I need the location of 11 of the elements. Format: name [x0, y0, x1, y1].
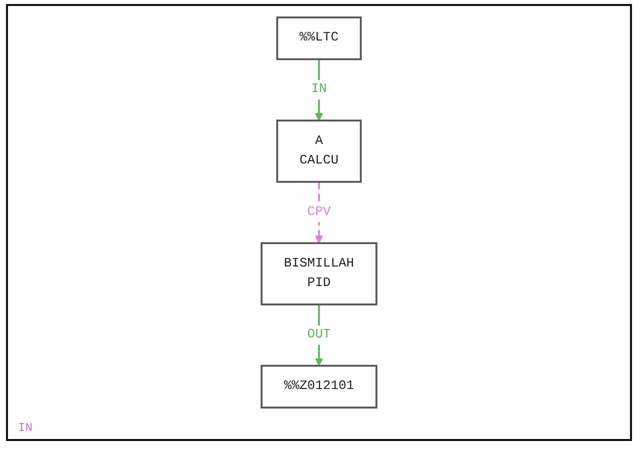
node-box: A CALCU [276, 120, 362, 183]
arrow [314, 304, 324, 366]
node-box: BISMILLAH PID [260, 242, 378, 306]
arrow [314, 182, 324, 244]
node-box: %%Z012101 [260, 364, 378, 408]
edge-label: CPV [307, 204, 331, 220]
arrow [314, 59, 324, 121]
edge-label: IN [311, 82, 327, 97]
node-box: %%LTC [276, 16, 362, 60]
port-label: IN [18, 421, 32, 435]
edge-label: OUT [307, 327, 331, 342]
